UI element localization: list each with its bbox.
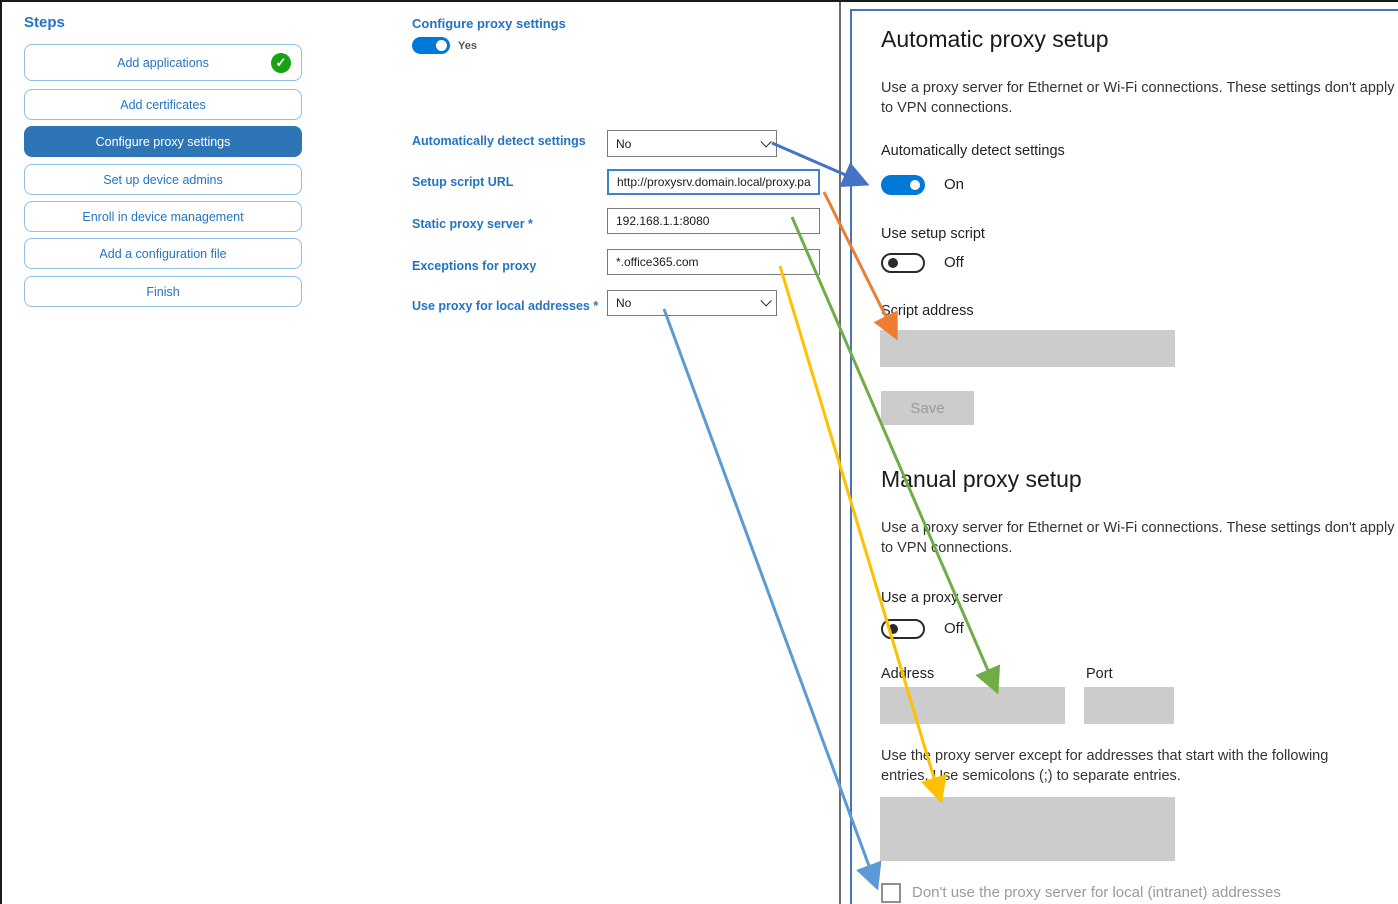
exceptions-for-proxy-input[interactable]: *.office365.com: [607, 249, 820, 275]
step-label: Configure proxy settings: [95, 134, 231, 149]
use-proxy-server-toggle[interactable]: [881, 619, 925, 639]
use-proxy-server-label: Use a proxy server: [881, 590, 1003, 606]
automatic-proxy-description: Use a proxy server for Ethernet or Wi-Fi…: [881, 80, 1395, 116]
use-setup-script-toggle[interactable]: [881, 253, 925, 273]
configure-proxy-toggle-state: Yes: [458, 40, 477, 52]
detect-settings-label: Automatically detect settings: [881, 143, 1065, 159]
configure-proxy-toggle[interactable]: [412, 37, 450, 54]
chevron-down-icon: [760, 135, 772, 148]
use-proxy-server-state: Off: [944, 620, 964, 637]
step-label: Add a configuration file: [99, 246, 227, 261]
input-value: *.office365.com: [616, 255, 699, 269]
local-addresses-checkbox: [881, 883, 901, 903]
chevron-down-icon: [760, 295, 772, 307]
exceptions-for-proxy-label: Exceptions for proxy: [412, 259, 537, 273]
detect-settings-state: On: [944, 176, 965, 193]
proxy-exceptions-note: Use the proxy server except for addresse…: [881, 748, 1329, 784]
detect-settings-toggle[interactable]: [881, 175, 925, 195]
select-value: No: [616, 136, 632, 151]
automatically-detect-settings-select[interactable]: No: [607, 130, 777, 157]
manual-proxy-description: Use a proxy server for Ethernet or Wi-Fi…: [881, 520, 1395, 556]
step-label: Set up device admins: [103, 172, 223, 187]
arrow-local-addresses: [662, 308, 882, 891]
step-label: Enroll in device management: [82, 209, 244, 224]
sidebar-item-add-a-configuration-file[interactable]: Add a configuration file: [24, 238, 302, 269]
step-label: Add certificates: [120, 97, 206, 112]
static-proxy-server-label: Static proxy server *: [412, 217, 533, 231]
page-title: Configure proxy settings: [412, 16, 566, 31]
steps-title: Steps: [24, 14, 65, 31]
sidebar-item-add-certificates[interactable]: Add certificates: [24, 89, 302, 120]
toggle-knob: [888, 258, 898, 268]
input-value: 192.168.1.1:8080: [616, 214, 710, 228]
windows-proxy-settings-panel: Automatic proxy setup Use a proxy server…: [850, 9, 1398, 904]
panel-divider: [839, 2, 841, 904]
sidebar-item-add-applications[interactable]: Add applications ✓: [24, 44, 302, 81]
sidebar-item-enroll-in-device-management[interactable]: Enroll in device management: [24, 201, 302, 232]
input-value: http://proxysrv.domain.local/proxy.pa: [617, 175, 811, 189]
proxy-exceptions-textarea: [880, 797, 1175, 861]
automatically-detect-settings-label: Automatically detect settings: [412, 134, 586, 148]
step-label: Add applications: [117, 55, 209, 70]
sidebar-item-configure-proxy-settings[interactable]: Configure proxy settings: [24, 126, 302, 157]
address-input: [880, 687, 1065, 724]
local-addresses-checkbox-label: Don't use the proxy server for local (in…: [912, 884, 1281, 901]
toggle-knob: [888, 624, 898, 634]
sidebar-item-set-up-device-admins[interactable]: Set up device admins: [24, 164, 302, 195]
save-button: Save: [881, 391, 974, 425]
address-label: Address: [881, 666, 935, 682]
automatic-proxy-heading: Automatic proxy setup: [881, 26, 1109, 52]
use-setup-script-label: Use setup script: [881, 226, 985, 242]
step-label: Finish: [146, 284, 180, 299]
toggle-knob: [910, 180, 920, 190]
port-label: Port: [1086, 666, 1113, 682]
toggle-knob: [436, 40, 447, 51]
use-proxy-local-addresses-label: Use proxy for local addresses *: [412, 299, 599, 313]
step-complete-check-icon: ✓: [271, 52, 291, 73]
static-proxy-server-input[interactable]: 192.168.1.1:8080: [607, 208, 820, 234]
setup-script-url-input[interactable]: http://proxysrv.domain.local/proxy.pa: [607, 169, 820, 195]
manual-proxy-heading: Manual proxy setup: [881, 466, 1082, 492]
port-input: [1084, 687, 1174, 724]
use-setup-script-state: Off: [944, 254, 964, 271]
script-address-label: Script address: [881, 303, 974, 319]
use-proxy-local-addresses-select[interactable]: No: [607, 290, 777, 316]
script-address-input: [880, 330, 1175, 367]
sidebar-item-finish[interactable]: Finish: [24, 276, 302, 307]
select-value: No: [616, 296, 632, 310]
setup-script-url-label: Setup script URL: [412, 175, 514, 189]
